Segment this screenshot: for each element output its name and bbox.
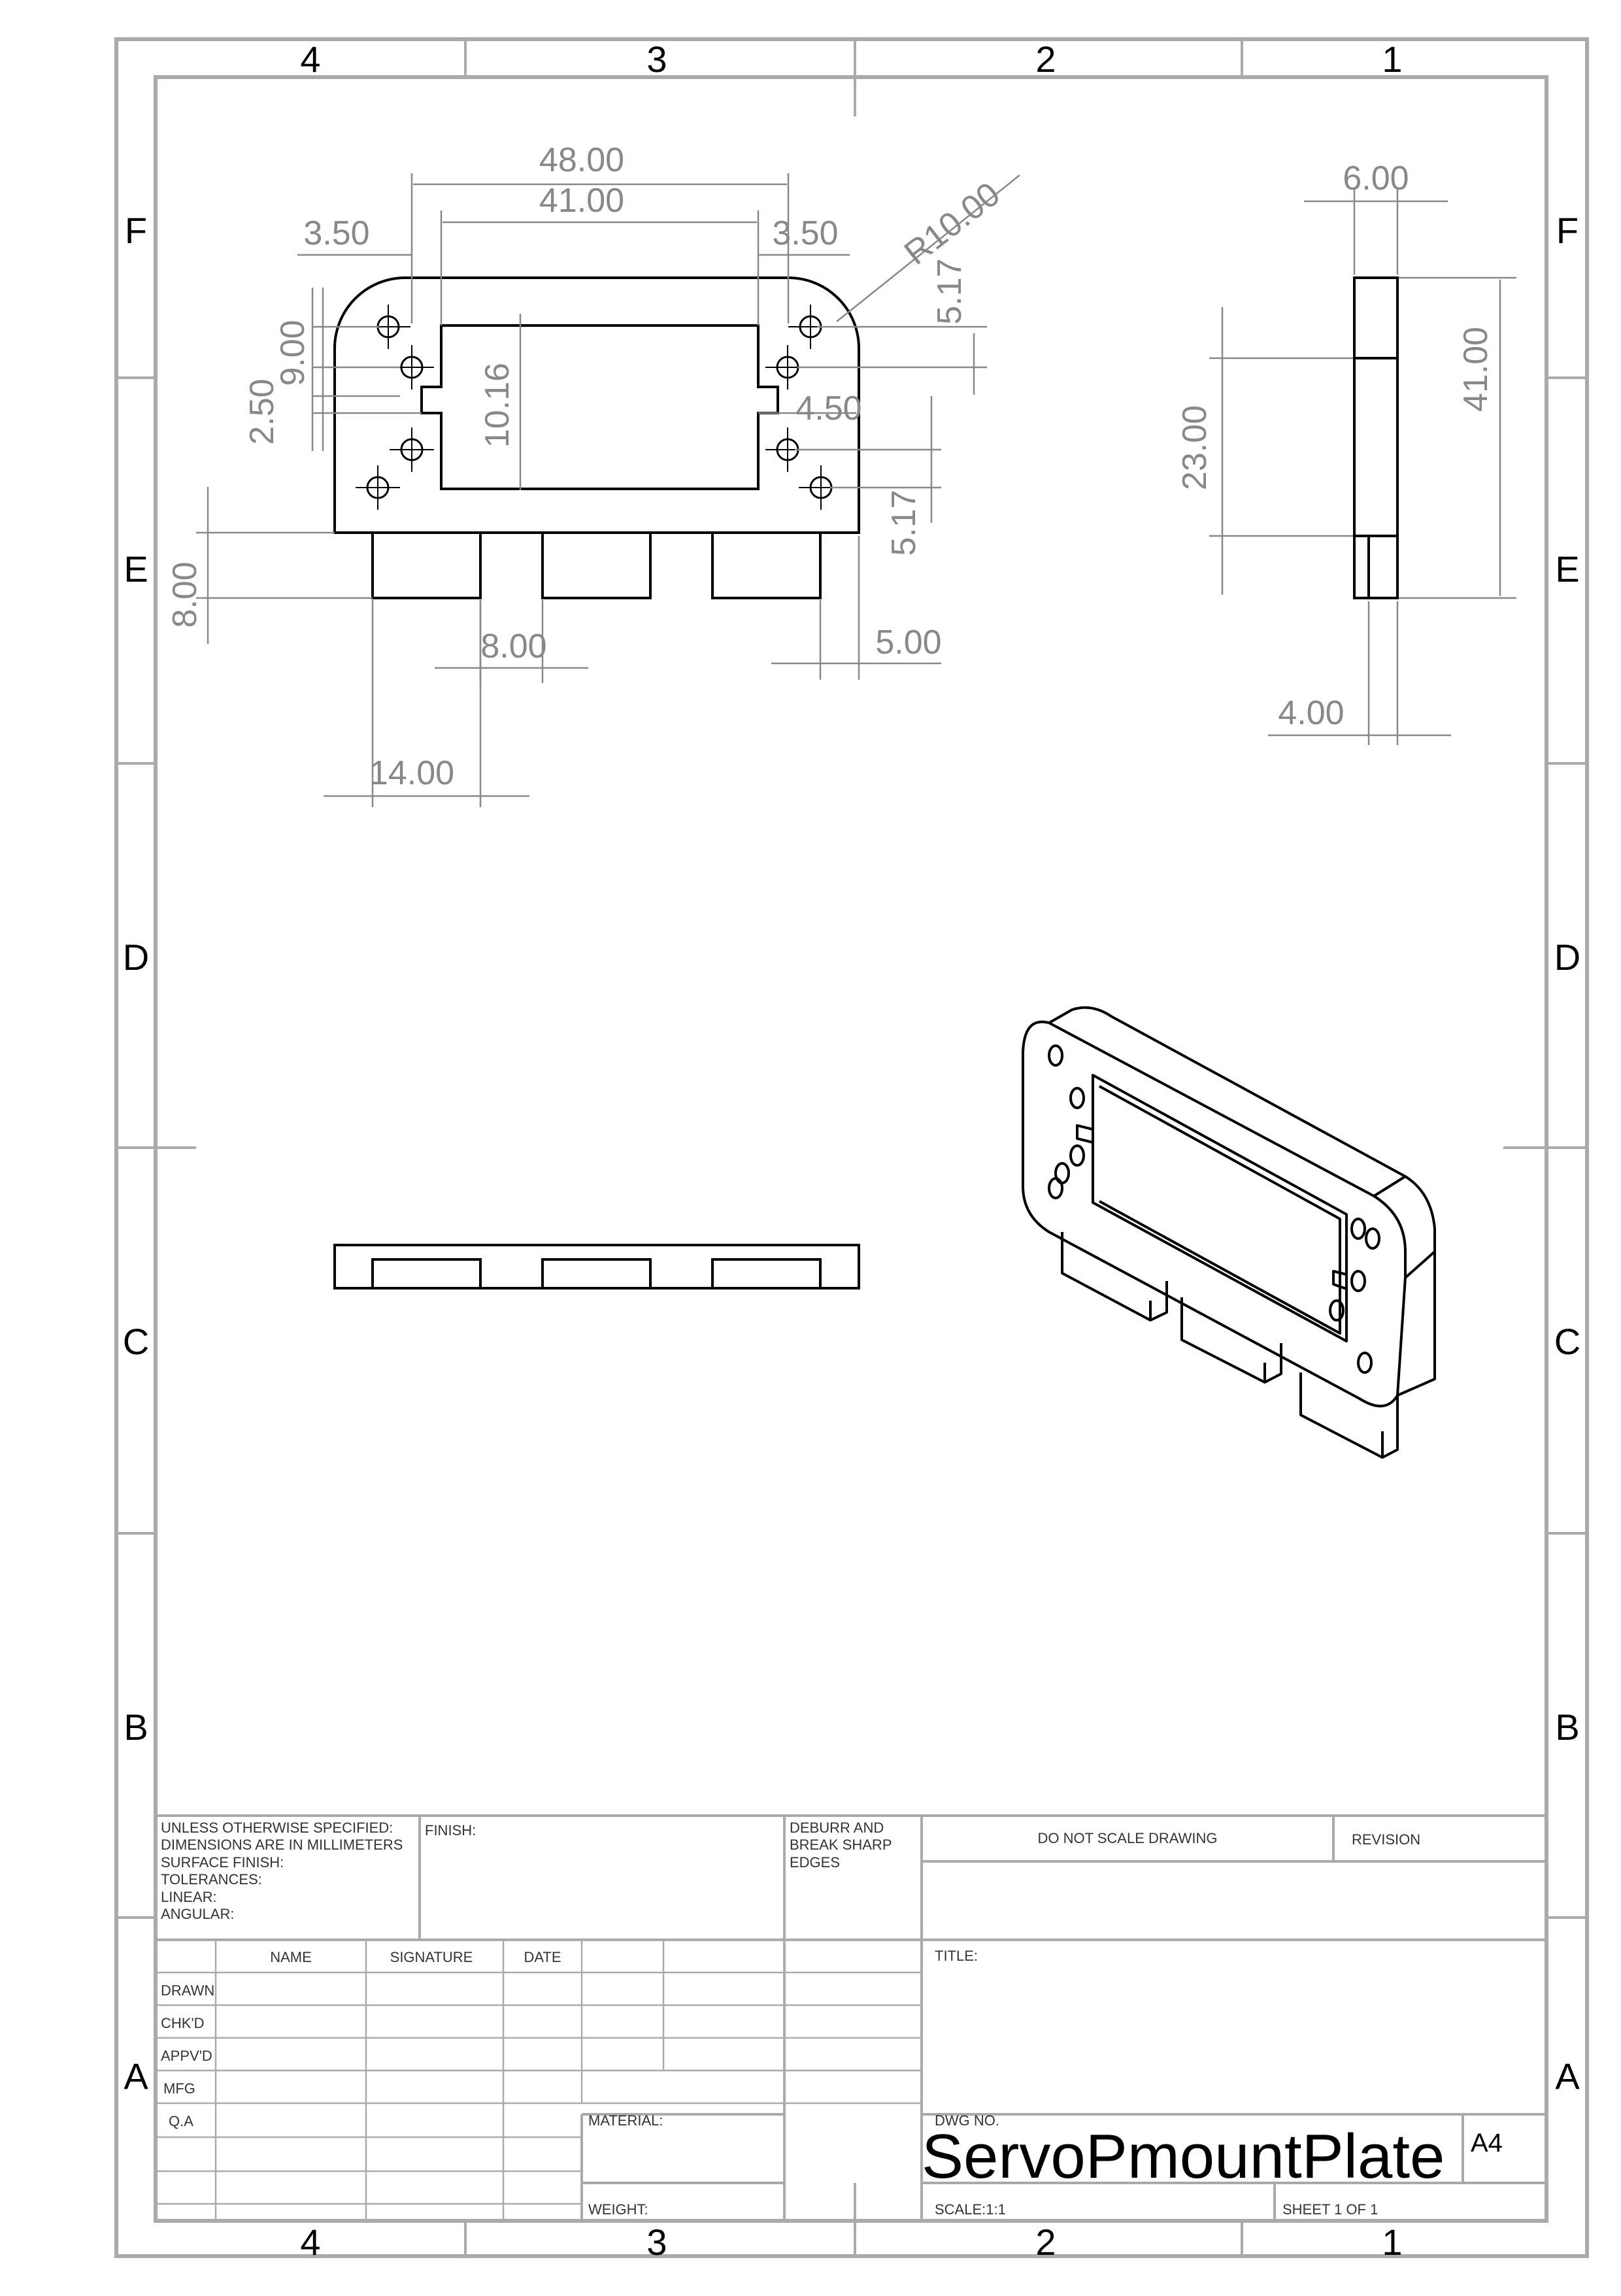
dim-tab-width: 14.00 — [369, 754, 454, 792]
row-label: A — [124, 2055, 148, 2097]
dim-thickness: 6.00 — [1343, 159, 1409, 197]
side-view-dimensions: 6.00 41.00 23.00 4.00 — [1176, 159, 1495, 732]
dim-tab-thickness: 4.00 — [1278, 694, 1344, 732]
dim-notch: 2.50 — [243, 378, 281, 444]
dim-window-width: 41.00 — [539, 182, 624, 220]
dim-side-height: 41.00 — [1457, 327, 1495, 412]
row-label: E — [1555, 548, 1579, 590]
do-not-scale-label: DO NOT SCALE DRAWING — [1037, 1830, 1217, 1846]
column-label: 2 — [1035, 39, 1056, 80]
front-view — [333, 276, 861, 599]
front-view-dimension-lines — [196, 173, 1020, 807]
row-label: C — [1554, 1321, 1580, 1362]
column-label: 4 — [300, 39, 320, 80]
role-approved: APPV'D — [161, 2048, 212, 2064]
row-label: B — [1555, 1706, 1579, 1748]
isometric-view — [1022, 1006, 1436, 1459]
weight-label: WEIGHT: — [588, 2201, 648, 2218]
deburr-cell: DEBURR AND BREAK SHARP EDGES — [790, 1820, 892, 1871]
row-label: C — [123, 1321, 149, 1362]
dim-upper-height: 23.00 — [1176, 405, 1214, 490]
dim-notch-depth: 4.50 — [795, 390, 861, 427]
dim-hole-v-bottom: 5.17 — [885, 490, 923, 556]
dim-left-offset: 3.50 — [303, 214, 369, 252]
column-label: 1 — [1382, 39, 1402, 80]
title-block: UNLESS OTHERWISE SPECIFIED: DIMENSIONS A… — [161, 1820, 1503, 2218]
deburr-note: DEBURR AND BREAK SHARP EDGES — [790, 1820, 892, 1871]
title-label: TITLE: — [935, 1948, 978, 1964]
header-signature: SIGNATURE — [390, 1949, 473, 1965]
row-label: B — [124, 1706, 148, 1748]
row-label: F — [125, 210, 147, 251]
row-label: D — [1554, 937, 1580, 978]
title-block-lines — [156, 1814, 1546, 2221]
side-view — [1353, 276, 1399, 599]
scale-label: SCALE:1:1 — [935, 2201, 1006, 2218]
role-checked: CHK'D — [161, 2015, 205, 2031]
finish-label: FINISH: — [425, 1822, 476, 1838]
dim-overall-width: 48.00 — [539, 141, 624, 179]
row-label: D — [123, 937, 149, 978]
role-mfg: MFG — [163, 2080, 195, 2097]
dwg-no-label: DWG NO. — [935, 2112, 999, 2129]
row-label: A — [1555, 2055, 1580, 2097]
side-view-dimension-lines — [1209, 190, 1516, 745]
dim-tab-edge: 5.00 — [875, 624, 941, 661]
row-label: E — [124, 548, 148, 590]
material-label: MATERIAL: — [588, 2112, 663, 2129]
dim-hole-spacing: 9.00 — [274, 320, 312, 386]
sheet-label: SHEET 1 OF 1 — [1282, 2201, 1378, 2218]
header-name: NAME — [270, 1949, 312, 1965]
column-label: 3 — [646, 39, 667, 80]
front-view-dimensions: 48.00 41.00 3.50 3.50 R10.00 5.17 5.17 9… — [166, 141, 1007, 792]
column-label: 4 — [300, 2221, 320, 2263]
dim-radius: R10.00 — [897, 175, 1007, 273]
border-grid-labels: 4 3 2 1 4 3 2 1 F E D C B A F E D C B A — [123, 39, 1580, 2263]
column-label: 1 — [1382, 2221, 1402, 2263]
dim-right-offset: 3.50 — [772, 214, 838, 252]
general-notes: UNLESS OTHERWISE SPECIFIED: DIMENSIONS A… — [161, 1820, 403, 1922]
top-view — [333, 1244, 860, 1289]
dim-window-height: 10.16 — [478, 363, 516, 448]
row-label: F — [1556, 210, 1579, 251]
sheet-border — [114, 37, 1589, 2258]
sheet-size: A4 — [1471, 2129, 1503, 2157]
role-drawn: DRAWN — [161, 1982, 214, 1999]
dim-hole-v-top: 5.17 — [931, 258, 969, 324]
revision-label: REVISION — [1352, 1831, 1420, 1848]
dim-tab-height: 8.00 — [166, 561, 204, 627]
column-label: 3 — [646, 2221, 667, 2263]
general-notes-cell: UNLESS OTHERWISE SPECIFIED: DIMENSIONS A… — [161, 1820, 403, 1922]
column-label: 2 — [1035, 2221, 1056, 2263]
dim-tab-gap: 8.00 — [480, 627, 546, 665]
header-date: DATE — [524, 1949, 561, 1965]
drawing-name: ServoPmountPlate — [922, 2121, 1445, 2191]
role-qa: Q.A — [169, 2113, 193, 2129]
